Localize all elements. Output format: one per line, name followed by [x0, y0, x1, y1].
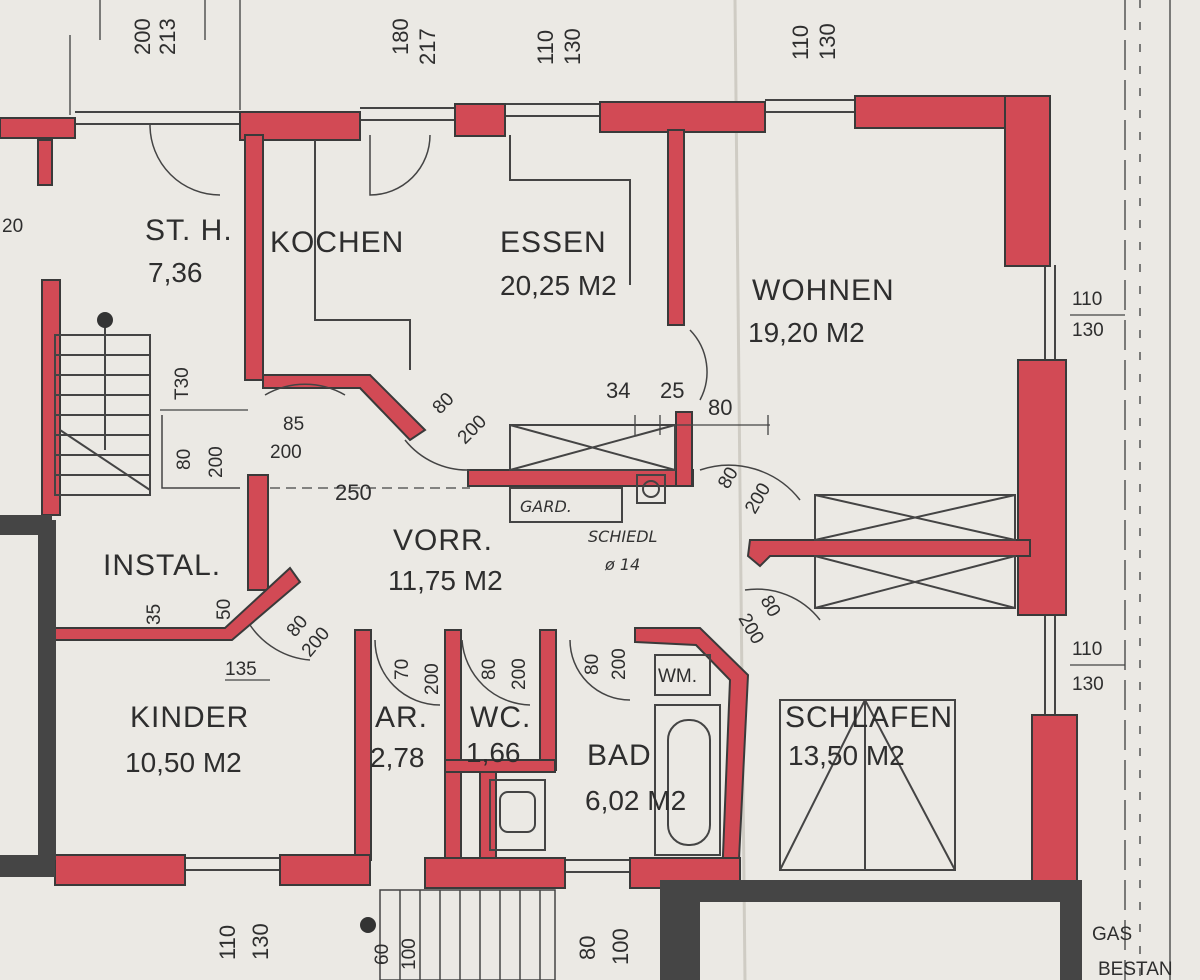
dim-left-20: 20	[2, 216, 23, 237]
dim-door-ar-70: 70	[392, 659, 413, 680]
dim-bot-60: 60	[372, 944, 393, 965]
dim-35: 35	[144, 604, 165, 625]
dim-door-stair-80: 80	[174, 449, 195, 470]
dim-door-bad-80: 80	[582, 654, 603, 675]
dim-door-85: 85	[283, 414, 304, 435]
room-sth-area: 7,36	[148, 257, 203, 288]
dim-bot-80: 80	[575, 936, 600, 960]
stair-start-dot	[97, 312, 113, 328]
dim-door-wc-200: 200	[509, 658, 530, 690]
staircase	[54, 320, 151, 496]
room-schlafen-name: SCHLAFEN	[785, 701, 953, 734]
dim-right-130b: 130	[1072, 674, 1104, 695]
dimension-lines	[160, 314, 1125, 681]
room-wohnen-name: WOHNEN	[752, 274, 895, 307]
bath-fixtures	[489, 654, 956, 871]
kitchen-counter	[314, 135, 631, 370]
cabinets	[509, 424, 1016, 609]
room-wohnen-area: 19,20 M2	[748, 317, 865, 348]
dim-top-213: 213	[155, 18, 180, 55]
dim-bot-100a: 100	[399, 938, 420, 970]
room-sth-name: ST. H.	[145, 214, 233, 247]
dim-door-stair-200: 200	[206, 446, 227, 478]
dim-wall-25: 25	[660, 378, 684, 403]
room-kochen-name: KOCHEN	[270, 226, 404, 259]
gard-label: GARD.	[520, 497, 572, 516]
room-schlafen-area: 13,50 M2	[788, 740, 905, 771]
room-ar-name: AR.	[375, 701, 428, 734]
dim-50: 50	[214, 599, 235, 620]
dim-hall-250: 250	[335, 480, 372, 505]
schiedl-number: ø 14	[604, 555, 640, 574]
room-instal-name: INSTAL.	[103, 549, 221, 582]
room-bad-area: 6,02 M2	[585, 785, 686, 816]
basement-stairs	[379, 889, 556, 980]
outside-sketch	[69, 0, 1171, 980]
room-essen-area: 20,25 M2	[500, 270, 617, 301]
walls	[0, 95, 1078, 889]
gas-label: GAS	[1092, 924, 1132, 945]
lower-stair-dot	[360, 917, 376, 933]
room-ar-area: 2,78	[370, 742, 425, 773]
dim-135: 135	[225, 659, 257, 680]
room-vorr-area: 11,75 M2	[388, 565, 503, 596]
dim-door-85-200: 200	[270, 442, 302, 463]
dim-top-217: 217	[415, 28, 440, 65]
dim-top-110a: 110	[533, 30, 558, 65]
dim-top-200: 200	[130, 18, 155, 55]
window-sills	[75, 99, 1056, 873]
dim-top-180: 180	[388, 18, 413, 55]
dim-top-130b: 130	[815, 23, 840, 60]
door-swings	[149, 124, 821, 706]
dim-bot-130: 130	[248, 923, 273, 960]
dim-door-wc-80: 80	[479, 659, 500, 680]
dim-door-ar-200: 200	[422, 663, 443, 695]
bestand-label: BESTAN	[1098, 959, 1173, 980]
dim-top-110b: 110	[788, 25, 813, 60]
dim-bot-100b: 100	[608, 928, 633, 965]
room-essen-name: ESSEN	[500, 226, 607, 259]
dim-top-130a: 130	[560, 28, 585, 65]
room-kinder-name: KINDER	[130, 701, 249, 734]
dim-bot-110: 110	[215, 925, 240, 960]
room-kinder-area: 10,50 M2	[125, 747, 242, 778]
dim-door-bad-200: 200	[609, 648, 630, 680]
schiedl-label: SCHIEDL	[588, 527, 657, 546]
dim-wall-80: 80	[708, 395, 732, 420]
room-vorr-name: VORR.	[393, 524, 493, 557]
dim-wall-34: 34	[606, 378, 630, 403]
dim-right-110b: 110	[1072, 639, 1102, 660]
room-wc-area: 1,66	[466, 737, 521, 768]
paper-fold	[733, 0, 747, 980]
wm-label: WM.	[658, 666, 697, 687]
dim-right-110a: 110	[1072, 289, 1102, 310]
dim-right-130a: 130	[1072, 320, 1104, 341]
room-bad-name: BAD	[587, 739, 652, 772]
existing-walls	[0, 515, 1082, 980]
stair-t30: T30	[172, 367, 193, 400]
room-wc-name: WC.	[470, 701, 531, 734]
